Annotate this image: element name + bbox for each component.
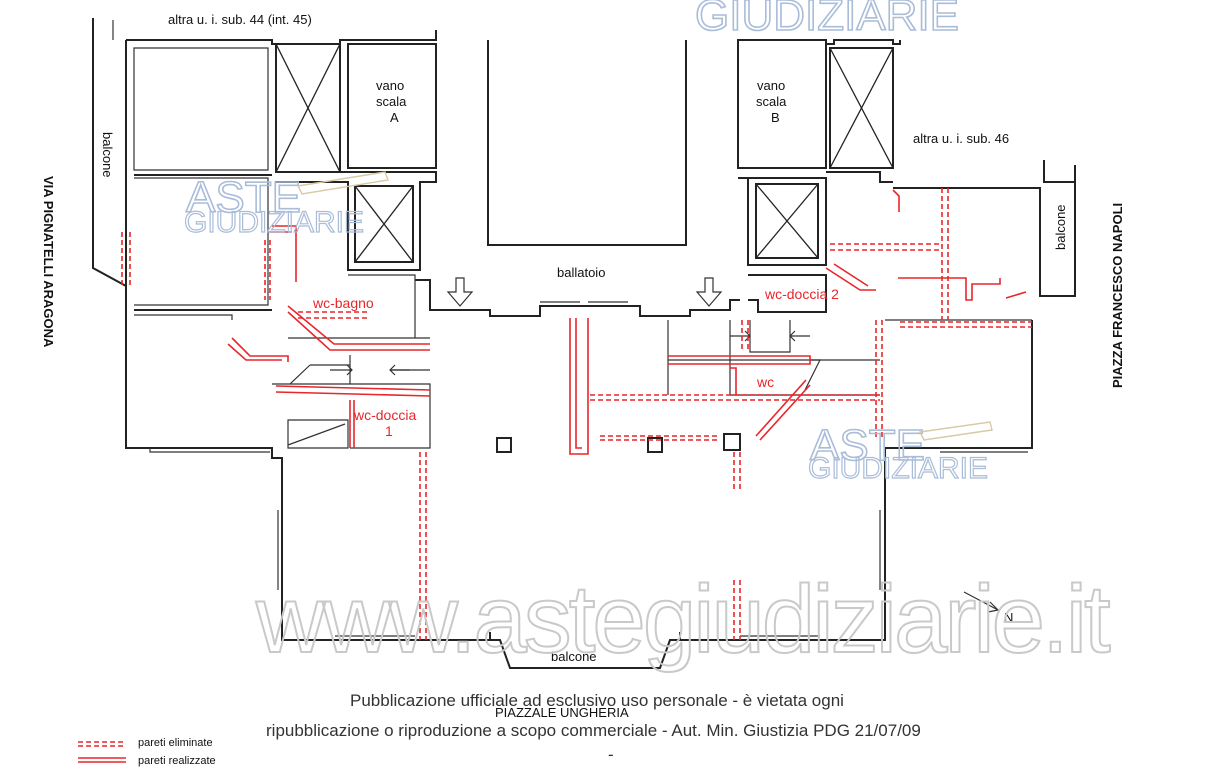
header-watermark: GIUDIZIARIE: [695, 0, 959, 40]
stair-a-line1: vano: [376, 78, 404, 93]
built-walls: [227, 189, 1027, 455]
stair-a-line2: scala: [376, 94, 407, 109]
stair-b-line2: scala: [756, 94, 787, 109]
wc-doccia-2-label: wc-doccia 2: [764, 286, 839, 302]
neighbor-right-label: altra u. i. sub. 46: [913, 131, 1009, 146]
north-label: N: [1004, 610, 1013, 625]
shaft-boxes: [275, 43, 894, 263]
wc-doccia-1-line1: wc-doccia: [353, 407, 416, 423]
watermark-logo-right-top: ASTE: [810, 421, 925, 470]
watermark-logo-left-top: ASTE: [186, 173, 301, 222]
stair-b-line1: vano: [757, 78, 785, 93]
street-right: PIAZZA FRANCESCO NAPOLI: [1110, 203, 1125, 388]
watermark-logo-left-bottom: GIUDIZIARIE: [184, 206, 364, 239]
north-arrow: N: [963, 591, 1013, 625]
stair-a-line3: A: [390, 110, 399, 125]
stair-b-line3: B: [771, 110, 780, 125]
watermark-logo-right: ASTE GIUDIZIARIE: [807, 420, 993, 486]
entrance-arrows: [330, 277, 810, 376]
watermark-logo-right-bottom: GIUDIZIARIE: [808, 452, 988, 485]
legend: pareti eliminate pareti realizzate: [78, 737, 216, 767]
notice-line1: Pubblicazione ufficiale ad esclusivo uso…: [350, 691, 844, 710]
wc-label: wc: [756, 374, 774, 390]
notice-line2: ripubblicazione o riproduzione a scopo c…: [266, 721, 921, 740]
street-bottom: PIAZZALE UNGHERIA: [495, 705, 629, 720]
neighbor-top-label: altra u. i. sub. 44 (int. 45): [168, 12, 312, 27]
balcony-right-label: balcone: [1053, 204, 1068, 250]
watermark-site: www.astegiudiziarie.it: [255, 566, 1110, 673]
balcony-left-label: balcone: [100, 132, 115, 178]
watermark-logo-left: ASTE GIUDIZIARIE: [183, 171, 389, 240]
wc-bagno-label: wc-bagno: [312, 295, 374, 311]
removed-walls: [121, 188, 1032, 640]
legend-built: pareti realizzate: [138, 755, 216, 767]
notice-dash: -: [608, 745, 614, 764]
street-left: VIA PIGNATELLI ARAGONA: [41, 176, 56, 348]
gallery-label: ballatoio: [557, 265, 605, 280]
legend-removed: pareti eliminate: [138, 737, 213, 749]
balcony-bottom-label: balcone: [551, 649, 597, 664]
wc-doccia-1-line2: 1: [385, 423, 393, 439]
